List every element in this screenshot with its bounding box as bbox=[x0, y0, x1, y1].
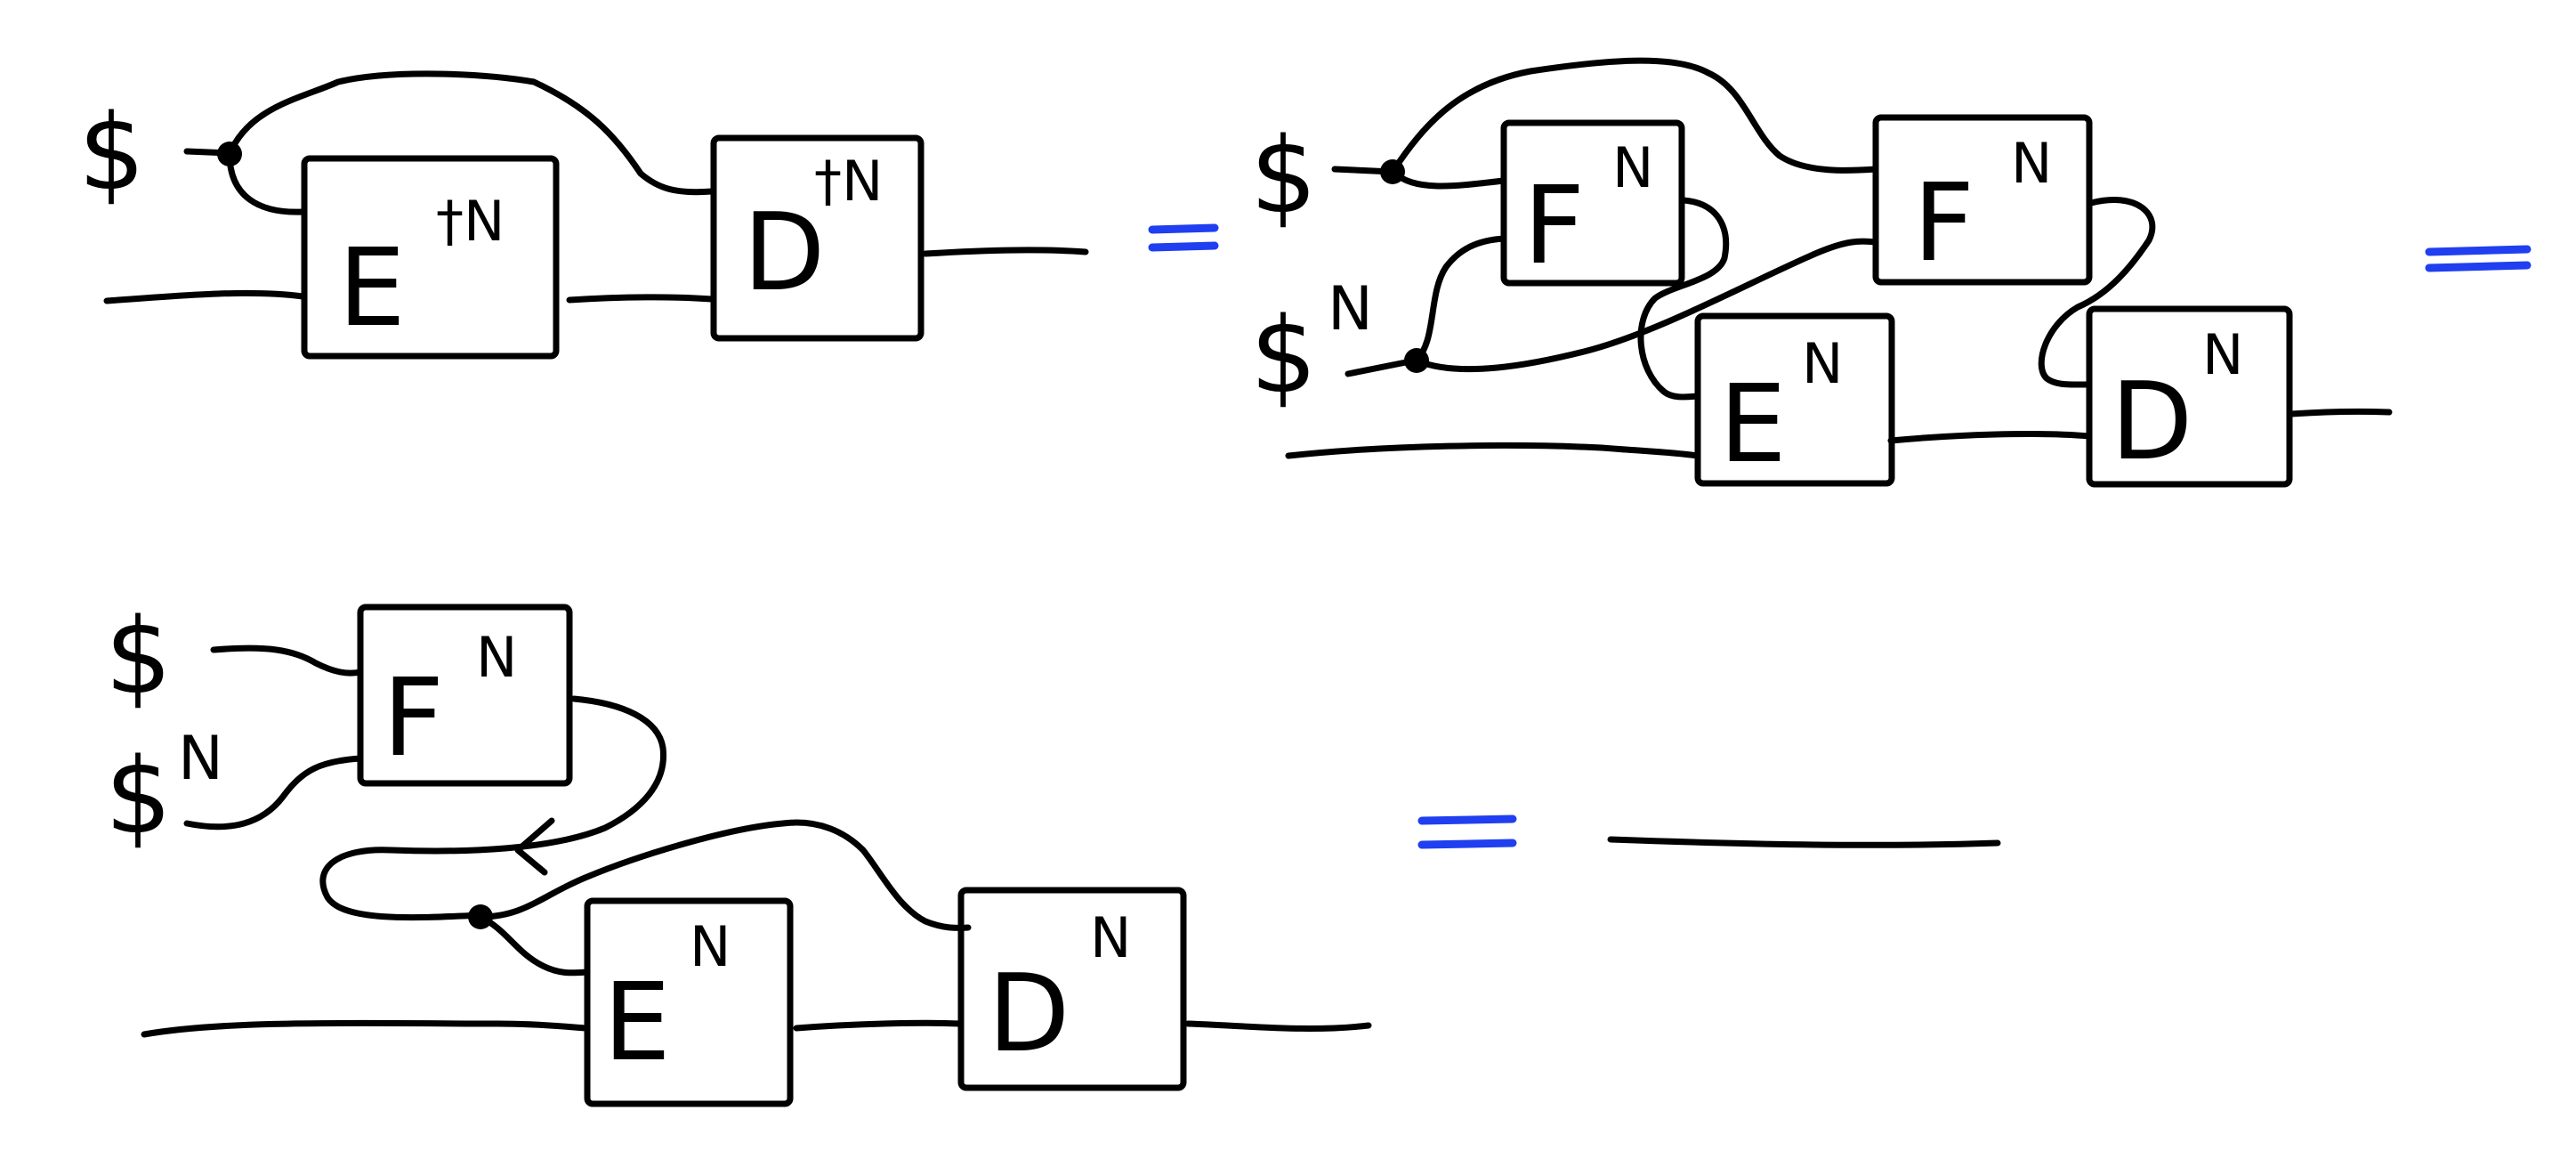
wire-in-2 bbox=[1285, 442, 1701, 459]
box-f-3-sup: N bbox=[476, 625, 517, 690]
wire-out-1 bbox=[922, 247, 1089, 257]
wire-f3-loop bbox=[319, 695, 667, 921]
box-f-1 bbox=[1500, 119, 1685, 287]
wire-out-2 bbox=[2288, 408, 2393, 417]
box-e bbox=[1694, 312, 1895, 487]
wire-loop-top-2 bbox=[1389, 57, 1879, 175]
box-e-sup: N bbox=[1802, 331, 1843, 396]
equals-sign-3 bbox=[1417, 815, 1517, 849]
box-e-2-sup: N bbox=[690, 914, 731, 979]
box-d bbox=[2086, 305, 2293, 488]
box-d-2 bbox=[957, 887, 1187, 1091]
wire-source-3 bbox=[1345, 357, 1418, 377]
wire-mid-3 bbox=[793, 1019, 963, 1032]
wire-source-4 bbox=[210, 644, 364, 677]
source-dollar-5-sup: N bbox=[178, 724, 223, 794]
diagram-top-right: $ $ N F N F N E N D bbox=[1250, 57, 2393, 488]
box-e-letter: E bbox=[1719, 363, 1787, 487]
box-d-2-sup: N bbox=[1090, 905, 1131, 970]
wire-source-5 bbox=[183, 755, 364, 831]
wire-loop-top-1 bbox=[226, 70, 715, 196]
source-dollar-5: $ bbox=[105, 734, 172, 857]
source-dollar-1: $ bbox=[78, 91, 145, 214]
box-e-dag-letter: E bbox=[338, 227, 406, 351]
wire-mid-2 bbox=[1887, 431, 2093, 444]
box-d-sup: N bbox=[2202, 322, 2243, 387]
wire-in-1 bbox=[103, 289, 306, 304]
diagram-top-left: $ E †N D †N bbox=[78, 70, 1089, 360]
source-dollar-3-sup: N bbox=[1328, 274, 1373, 344]
box-d-2-letter: D bbox=[988, 952, 1070, 1076]
wire-branch-4 bbox=[477, 913, 591, 977]
box-d-dag-sup: †N bbox=[814, 149, 883, 214]
box-d-letter: D bbox=[2111, 361, 2192, 484]
box-f-3 bbox=[357, 604, 573, 787]
wire-in-3 bbox=[141, 1019, 591, 1038]
wire-cross-3 bbox=[1413, 238, 1879, 373]
wire-branch-1 bbox=[226, 150, 306, 215]
box-e-2 bbox=[584, 897, 794, 1107]
wire-loop-top-3 bbox=[477, 819, 972, 931]
box-e-dag bbox=[301, 155, 560, 360]
source-dollar-3: $ bbox=[1250, 294, 1317, 417]
diagram-bottom-left: $ $ N F N E N D N bbox=[105, 595, 1372, 1107]
source-dollar-2: $ bbox=[1250, 114, 1317, 237]
identity-wire bbox=[1607, 836, 2001, 848]
wire-f1-to-e bbox=[1637, 197, 1730, 401]
equals-sign-1 bbox=[1148, 223, 1219, 252]
wire-branch-3 bbox=[1413, 235, 1507, 364]
box-e-2-letter: E bbox=[603, 961, 671, 1085]
box-f-2 bbox=[1872, 114, 2093, 286]
box-f-1-sup: N bbox=[1612, 135, 1653, 200]
equals-sign-2 bbox=[2425, 245, 2532, 272]
source-dollar-4: $ bbox=[105, 595, 172, 717]
box-d-dag bbox=[710, 134, 925, 342]
box-f-2-letter: F bbox=[1913, 162, 1974, 286]
box-f-1-letter: F bbox=[1523, 165, 1585, 288]
wire-f2-to-d bbox=[2038, 197, 2156, 388]
wire-mid-1 bbox=[566, 294, 715, 304]
wire-branch-2 bbox=[1389, 168, 1507, 190]
box-f-2-sup: N bbox=[2011, 131, 2052, 196]
box-f-3-letter: F bbox=[383, 657, 444, 781]
box-e-dag-sup: †N bbox=[436, 189, 505, 254]
box-d-dag-letter: D bbox=[743, 191, 825, 315]
wire-out-3 bbox=[1184, 1020, 1372, 1032]
wire-crossing-tick bbox=[514, 817, 555, 876]
